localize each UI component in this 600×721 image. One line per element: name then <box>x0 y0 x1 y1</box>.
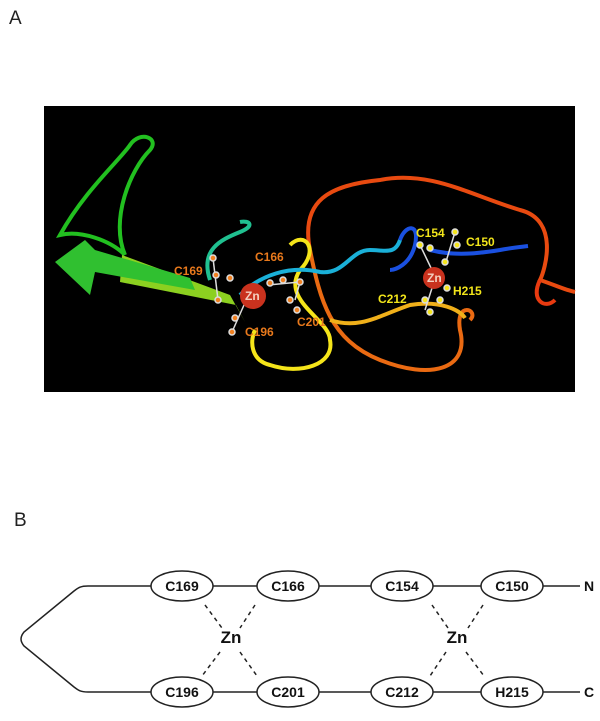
ribbon-green <box>56 134 155 257</box>
node-c196: C196 <box>165 684 199 700</box>
node-c212: C212 <box>385 684 419 700</box>
zn-node-right: Zn <box>447 628 468 647</box>
residue-label-c150: C150 <box>466 235 495 249</box>
zinc-sphere-2 <box>423 267 445 289</box>
node-c166: C166 <box>271 578 305 594</box>
ribbon-yellow <box>250 237 333 371</box>
residue-label-c166: C166 <box>255 250 284 264</box>
n-terminus-label: N <box>584 578 594 594</box>
node-c169: C169 <box>165 578 199 594</box>
ribbon-cyan <box>238 239 402 297</box>
residue-label-c154: C154 <box>416 226 445 240</box>
schematic-panel <box>20 570 580 708</box>
residue-label-h215: H215 <box>453 284 482 298</box>
zn-node-left: Zn <box>221 628 242 647</box>
zinc-sphere-1 <box>240 283 266 309</box>
residue-label-c201: C201 <box>297 315 326 329</box>
ribbon-red <box>306 175 576 294</box>
ribbon-blue <box>389 226 529 272</box>
beta-arrow <box>55 240 195 295</box>
protein-structure-panel: Zn Zn C169 C166 C196 C201 C154 C150 C212… <box>44 106 576 392</box>
panel-label-a: A <box>9 8 22 29</box>
loop-curve <box>20 585 89 693</box>
node-c154: C154 <box>385 578 419 594</box>
node-c201: C201 <box>271 684 305 700</box>
panel-label-b: B <box>14 510 27 531</box>
residue-label-c212: C212 <box>378 292 407 306</box>
node-c150: C150 <box>495 578 529 594</box>
residue-label-c196: C196 <box>245 325 274 339</box>
ribbon-orange <box>308 249 475 372</box>
node-h215: H215 <box>495 684 529 700</box>
zn-label-2: Zn <box>427 271 442 285</box>
zn-label-1: Zn <box>245 289 260 303</box>
c-terminus-label: C <box>584 684 594 700</box>
residue-label-c169: C169 <box>174 264 203 278</box>
